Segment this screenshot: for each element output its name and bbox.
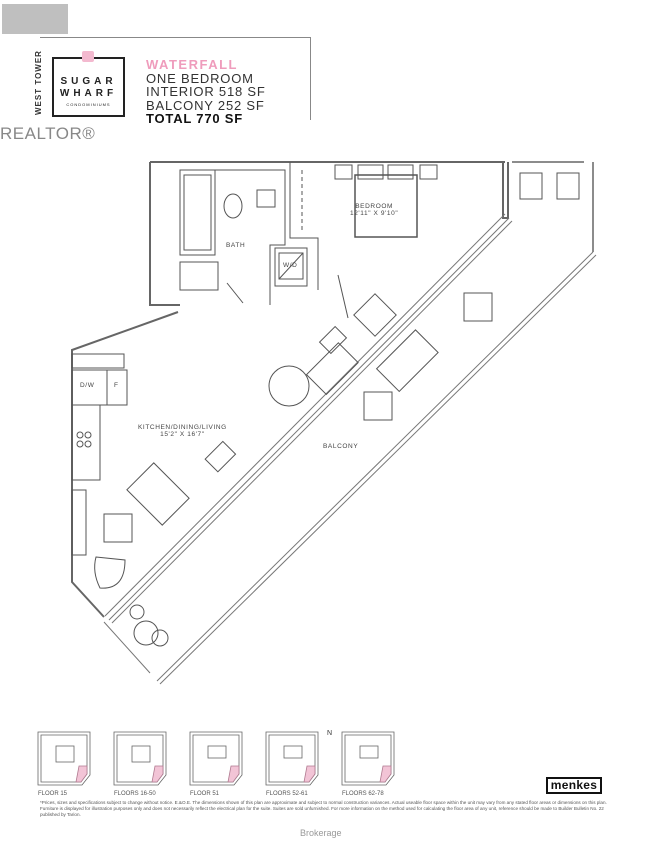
balcony-area: BALCONY 252 SF bbox=[146, 97, 265, 113]
key-plan-label: FLOOR 51 bbox=[190, 791, 220, 797]
header-frame bbox=[40, 37, 311, 120]
key-plan-thumbnail bbox=[265, 731, 319, 786]
key-plan-label: FLOORS 16-50 bbox=[114, 791, 156, 797]
bedroom bbox=[334, 164, 438, 319]
room-label-wd: W/D bbox=[283, 262, 298, 269]
furniture bbox=[71, 172, 580, 589]
room-label-balcony: BALCONY bbox=[323, 443, 359, 450]
brokerage-watermark: Brokerage bbox=[300, 828, 342, 838]
interior-area: INTERIOR 518 SF bbox=[146, 84, 266, 99]
closet bbox=[289, 162, 319, 290]
logo-line3: CONDOMINIUMS bbox=[66, 102, 111, 107]
bedroom-dims: 12'11" X 9'10" bbox=[350, 210, 399, 217]
north-arrow-icon: N bbox=[327, 730, 332, 737]
realtor-logo-icon bbox=[2, 4, 68, 34]
realtor-text: REALTOR® bbox=[0, 124, 96, 143]
key-plan-label: FLOORS 62-78 bbox=[342, 791, 384, 797]
balcony-railing bbox=[103, 251, 597, 685]
window-wall bbox=[104, 213, 513, 624]
key-plans bbox=[37, 731, 395, 786]
key-plan-thumbnail bbox=[113, 731, 167, 786]
logo-line2: WHARF bbox=[59, 88, 118, 99]
bath bbox=[179, 169, 286, 305]
walls bbox=[71, 161, 594, 618]
kitchen bbox=[71, 353, 128, 481]
kitchen-name: KITCHEN/DINING/LIVING bbox=[138, 424, 227, 431]
unit-info: WATERFALL ONE BEDROOM INTERIOR 518 SF BA… bbox=[146, 58, 266, 126]
plant-icon bbox=[129, 604, 169, 647]
key-plan-thumbnail bbox=[37, 731, 91, 786]
disclaimer: *Prices, sizes and specifications subjec… bbox=[40, 800, 607, 818]
menkes-logo: menkes bbox=[546, 777, 602, 794]
unit-name: WATERFALL bbox=[146, 57, 238, 72]
room-label-kitchen: KITCHEN/DINING/LIVING 15'2" X 16'7" bbox=[138, 424, 227, 438]
total-area: TOTAL 770 SF bbox=[146, 111, 244, 126]
kitchen-dims: 15'2" X 16'7" bbox=[160, 431, 205, 438]
room-label-bath: BATH bbox=[226, 242, 246, 249]
room-label-bedroom: BEDROOM 12'11" X 9'10" bbox=[350, 203, 398, 217]
anchor-icon bbox=[82, 51, 94, 62]
bedroom-name: BEDROOM bbox=[355, 203, 394, 210]
room-label-dw: D/W bbox=[80, 382, 95, 389]
washer-dryer bbox=[274, 247, 308, 287]
unit-type: ONE BEDROOM bbox=[146, 70, 254, 86]
room-label-fridge: F bbox=[114, 382, 119, 389]
key-plan-label: FLOOR 15 bbox=[38, 791, 68, 797]
key-plan-thumbnail bbox=[341, 731, 395, 786]
key-plan-thumbnail bbox=[189, 731, 243, 786]
key-plan-label: FLOORS 52-61 bbox=[266, 791, 308, 797]
logo-line1: SUGAR bbox=[60, 76, 117, 87]
